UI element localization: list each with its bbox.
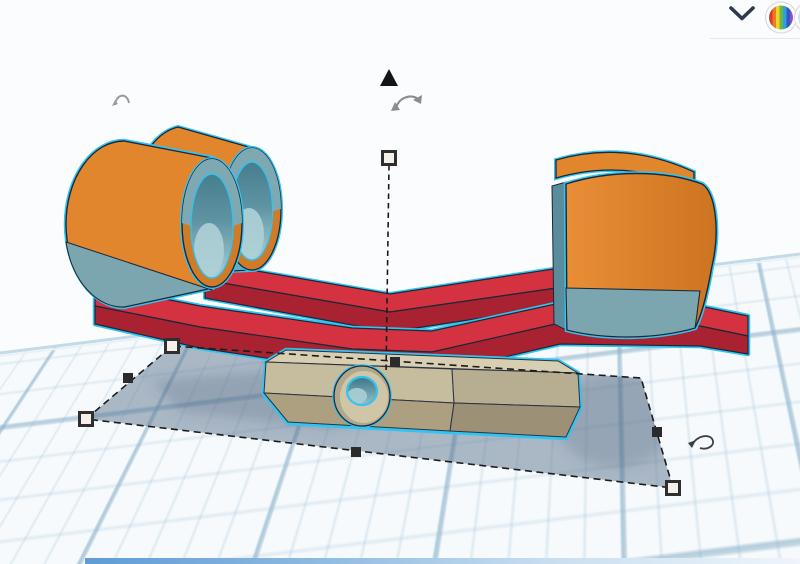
left-tube-front-ring-teal — [182, 159, 242, 226]
center-block-right-lower[interactable] — [449, 402, 581, 438]
corner-handle-west[interactable] — [78, 411, 94, 427]
center-block[interactable] — [261, 347, 583, 441]
left-tube-front[interactable] — [63, 138, 244, 310]
center-block-right-upper[interactable] — [451, 368, 581, 408]
right-tube-front[interactable] — [563, 171, 719, 340]
topbar-right — [729, 1, 800, 34]
multicolor-material-ball-icon[interactable] — [764, 1, 798, 34]
raise-scale-handle[interactable] — [381, 150, 397, 166]
left-tube-front-bore-rim — [190, 173, 234, 279]
panel-divider — [710, 38, 800, 39]
rotate-arc-left-icon[interactable] — [112, 94, 130, 106]
center-block-hole-rim — [345, 375, 379, 407]
right-tube-front-teal-band[interactable] — [565, 287, 701, 338]
corner-handle-south[interactable] — [665, 480, 681, 496]
material-ball-stripes — [769, 5, 793, 30]
raise-arrow-icon[interactable] — [380, 69, 398, 86]
selection-dashed-box — [84, 345, 675, 489]
chevron-down-icon[interactable] — [729, 6, 755, 21]
rotate-arc-right-icon[interactable] — [688, 435, 714, 450]
raise-dashed-line — [385, 164, 390, 375]
edge-handle-right[interactable] — [652, 427, 662, 437]
material-ball-partial-icon[interactable] — [793, 2, 800, 33]
left-tube-front-bore-highlight — [194, 223, 224, 277]
edge-handle-front[interactable] — [351, 447, 361, 457]
corner-handle-north[interactable] — [164, 338, 180, 354]
selection-box — [78, 69, 714, 496]
workplane-front-edge — [85, 558, 800, 564]
edge-handle-back[interactable] — [390, 357, 400, 367]
model-shadow-right — [555, 372, 673, 468]
left-tube-front-teal-band[interactable] — [65, 241, 213, 308]
rotate-arc-top-icon[interactable] — [391, 95, 422, 111]
left-tube-back-ring-teal — [223, 148, 281, 211]
material-ball-partial-ring — [793, 4, 800, 31]
edge-handle-left[interactable] — [123, 373, 133, 383]
